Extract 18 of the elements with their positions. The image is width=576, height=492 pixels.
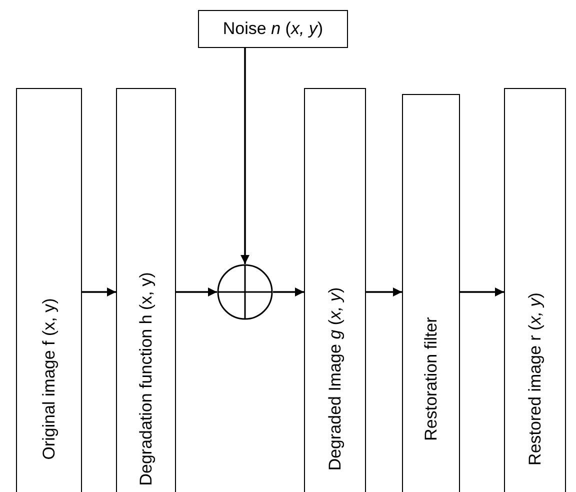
- box-label: Restored image r (x, y): [526, 292, 544, 466]
- process-box: [402, 94, 460, 492]
- box-label: Restoration filter: [422, 317, 440, 441]
- process-box: [116, 88, 176, 492]
- arrow: [82, 288, 116, 296]
- box-label: Original image f (x, y): [40, 298, 58, 460]
- arrow: [176, 288, 217, 296]
- box-label: Noise n (x, y): [222, 19, 324, 39]
- process-box: [504, 88, 566, 492]
- process-box: [16, 88, 82, 492]
- arrow: [460, 288, 504, 296]
- process-box: [304, 88, 366, 492]
- arrow: [366, 288, 402, 296]
- input-box: [198, 10, 348, 48]
- arrow: [240, 48, 250, 264]
- box-label: Degradation function h (x, y): [138, 272, 154, 486]
- box-label: Degraded Image g (x, y): [326, 287, 344, 471]
- arrow: [273, 288, 304, 296]
